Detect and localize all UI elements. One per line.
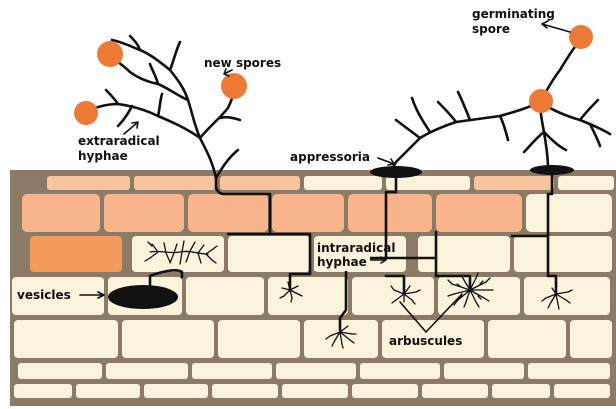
cell [558,176,614,190]
cell [122,320,214,358]
cell [418,236,510,272]
cell [352,277,434,315]
cell [47,176,130,190]
cell [422,384,488,398]
cell [212,384,278,398]
cell [554,384,610,398]
cell [144,384,208,398]
cell [14,320,118,358]
cell [528,363,610,379]
cell [192,363,272,379]
cell [30,236,122,272]
cell [360,363,440,379]
cell [228,236,310,272]
cell [514,236,612,272]
cell [524,277,610,315]
cell [444,363,524,379]
cell [386,176,470,190]
cell [268,277,348,315]
cell-row-5 [14,320,612,358]
cell [106,363,188,379]
cell-row-7 [14,384,610,398]
label-arbuscules: arbuscules [389,334,462,348]
cell [132,236,224,272]
cell [104,194,184,232]
cell [22,194,100,232]
cell [304,176,382,190]
cell [218,320,300,358]
cell [488,320,566,358]
cell [474,176,554,190]
cell [220,176,300,190]
cell [188,194,268,232]
spore [569,25,593,49]
cell [570,320,612,358]
arrow-extraradical-hyphae [124,122,138,134]
vesicle [108,285,178,309]
cell [282,384,348,398]
germinating-hyphae [392,40,610,172]
cell [436,194,522,232]
cell [76,384,140,398]
cell [14,384,72,398]
spore [221,73,247,99]
cell [18,363,102,379]
new-spores [74,41,247,125]
cell [276,363,356,379]
label-extraradical-hyphae: extraradical hyphae [78,134,164,163]
label-appressoria: appressoria [290,150,370,164]
spore [74,101,98,125]
cell [186,277,264,315]
cell [526,194,612,232]
cell [348,194,432,232]
spore [529,89,553,113]
cell [352,384,418,398]
arrow-appressoria [378,158,394,165]
cell [272,194,344,232]
cell [134,176,216,190]
label-new-spores: new spores [204,56,281,70]
cell [492,384,550,398]
arrow-germinating-spore [542,21,570,32]
root-tissue [10,170,616,406]
cell-row-6 [18,363,610,379]
spore [97,41,123,67]
label-vesicles: vesicles [17,288,71,302]
